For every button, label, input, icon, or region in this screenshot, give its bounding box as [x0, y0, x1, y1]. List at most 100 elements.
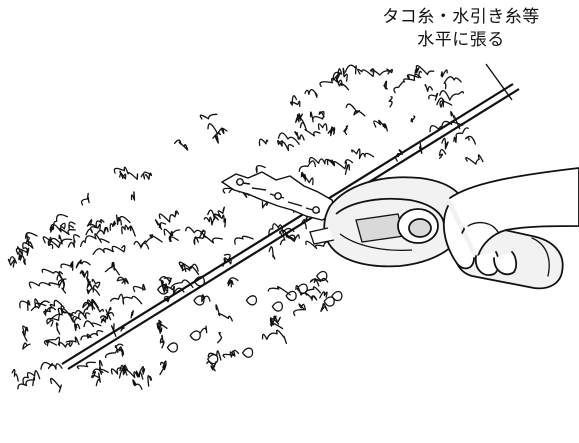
foliage-scribble: [45, 339, 58, 347]
foliage-scribble: [154, 219, 167, 230]
foliage-scribble: [410, 115, 416, 123]
foliage-scribble: [207, 123, 228, 135]
leaf-curl: [245, 295, 258, 306]
foliage-scribble: [55, 322, 61, 335]
leaf-curl: [316, 270, 328, 282]
foliage-scribble: [304, 88, 318, 98]
foliage-scribble: [464, 135, 477, 145]
foliage-scribble: [277, 132, 300, 145]
foliage-scribble: [269, 317, 284, 330]
foliage-scribble: [85, 276, 93, 289]
foliage-scribble: [383, 80, 388, 90]
foliage-scribble: [428, 92, 439, 101]
foliage-scribble: [18, 253, 26, 266]
foliage-scribble: [441, 137, 449, 150]
foliage-scribble: [105, 346, 125, 359]
foliage-scribble: [163, 285, 185, 295]
foliage-scribble: [178, 261, 200, 276]
foliage-scribble: [406, 70, 422, 80]
foliage-scribble: [294, 131, 305, 141]
foliage-scribble: [212, 132, 221, 144]
foliage-scribble: [58, 234, 73, 245]
foliage-scribble: [180, 263, 199, 272]
foliage-scribble: [173, 139, 189, 151]
leaf-curl: [207, 353, 219, 365]
foliage-scribble: [49, 377, 62, 393]
foliage-scribble: [116, 276, 129, 285]
foliage-scribble: [373, 119, 388, 132]
foliage-scribble: [277, 140, 295, 152]
foliage-scribble: [117, 215, 131, 226]
foliage-scribble: [119, 170, 127, 180]
foliage-scribble: [418, 142, 423, 155]
leaf-curl: [296, 283, 308, 294]
foliage-scribble: [91, 372, 101, 387]
foliage-scribble: [7, 256, 18, 268]
foliage-scribble: [157, 324, 163, 334]
foliage-scribble: [158, 276, 172, 287]
leaf-curl: [193, 276, 206, 287]
foliage-scribble: [56, 274, 65, 288]
foliage-scribble: [309, 277, 329, 287]
foliage-scribble: [34, 298, 47, 308]
foliage-scribble: [159, 360, 167, 376]
foliage-scribble: [109, 220, 117, 231]
foliage-scribble: [268, 223, 295, 236]
foliage-scribble: [222, 253, 232, 267]
foliage-scribble: [170, 279, 194, 289]
foliage-scribble: [68, 221, 76, 230]
foliage-scribble: [114, 343, 124, 353]
foliage-scribble: [342, 67, 348, 82]
foliage-scribble: [267, 286, 291, 296]
foliage-scribble: [140, 233, 163, 249]
foliage-scribble: [43, 336, 61, 346]
guide-string-icon: [61, 83, 520, 370]
foliage-scribble: [60, 261, 74, 271]
foliage-scribble: [309, 110, 325, 123]
foliage-scribble: [92, 368, 104, 379]
foliage-scribble: [115, 214, 122, 226]
foliage-scribble: [370, 68, 393, 76]
foliage-scribble: [11, 368, 19, 382]
foliage-scribble: [147, 375, 153, 387]
foliage-scribble: [132, 379, 143, 390]
callout-line-2: 水平に張る: [417, 30, 505, 50]
foliage-scribble: [85, 219, 105, 236]
leaf-curl: [271, 301, 284, 312]
foliage-scribble: [69, 336, 80, 346]
foliage-scribble: [424, 84, 434, 93]
foliage-scribble: [193, 229, 206, 245]
foliage-scribble: [96, 226, 109, 235]
foliage-scribble: [227, 277, 239, 288]
foliage-scribble: [261, 329, 288, 345]
foliage-scribble: [19, 299, 31, 311]
foliage-scribble: [337, 79, 347, 88]
guide-string-callout: タコ糸・水引き糸等 水平に張る: [351, 6, 571, 52]
foliage-scribble: [132, 283, 146, 293]
foliage-scribble: [22, 342, 31, 350]
foliage-scribble: [49, 307, 66, 321]
leaf-curl: [285, 290, 297, 302]
foliage-scribble: [258, 138, 269, 147]
foliage-scribble: [47, 239, 63, 249]
foliage-scribble: [17, 376, 36, 390]
foliage-scribble: [216, 331, 223, 344]
foliage-scribble: [24, 232, 38, 243]
foliage-scribble: [110, 365, 129, 379]
foliage-scribble: [344, 64, 357, 75]
foliage-scribble: [82, 301, 104, 313]
foliage-scribble: [92, 245, 126, 255]
foliage-scribble: [113, 166, 139, 180]
foliage-scribble: [332, 68, 343, 81]
leaf-curl: [157, 284, 169, 295]
foliage-scribble: [30, 300, 50, 312]
foliage-scribble: [356, 68, 375, 78]
foliage-scribble: [388, 96, 393, 108]
foliage-scribble: [465, 154, 484, 165]
foliage-scribble: [75, 259, 91, 269]
foliage-scribble: [46, 311, 74, 327]
foliage-scribble: [345, 103, 366, 117]
foliage-scribble: [22, 370, 41, 385]
foliage-scribble: [121, 224, 136, 237]
foliage-scribble: [159, 334, 165, 349]
